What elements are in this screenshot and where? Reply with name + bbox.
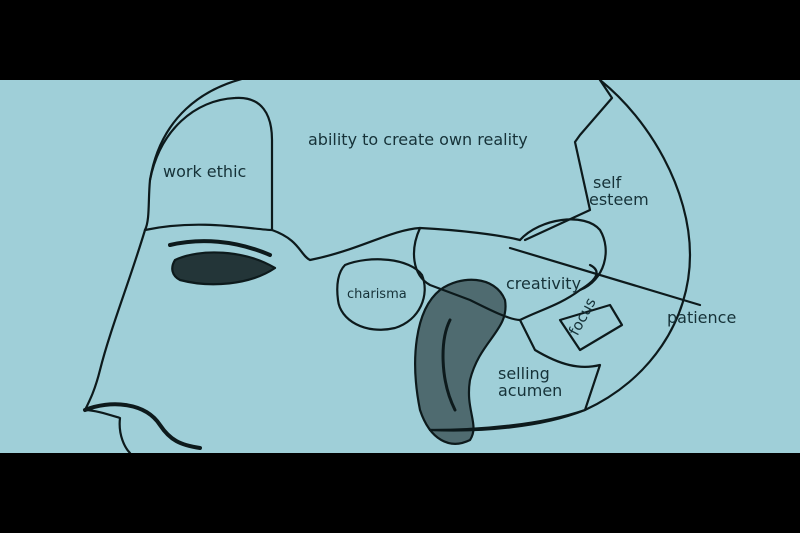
eye xyxy=(171,251,277,286)
letterbox-bottom xyxy=(0,453,800,533)
ability-region xyxy=(523,80,614,242)
brow-line xyxy=(143,223,522,262)
face-profile xyxy=(83,228,147,453)
label-creativity: creativity xyxy=(506,274,582,293)
work-ethic-region xyxy=(143,96,274,232)
label-patience: patience xyxy=(667,308,737,327)
phrenology-diagram: work ethic ability to create own reality… xyxy=(0,80,800,453)
ear xyxy=(414,278,507,445)
mouth xyxy=(83,402,202,450)
focus-region xyxy=(558,303,624,352)
label-esteem: esteem xyxy=(589,190,649,209)
label-acumen: acumen xyxy=(498,381,563,400)
label-work-ethic: work ethic xyxy=(163,162,247,181)
head-drawing xyxy=(83,80,702,453)
label-selling: selling xyxy=(498,364,550,383)
charisma-region xyxy=(336,258,426,331)
self-esteem-region xyxy=(518,218,607,292)
label-ability: ability to create own reality xyxy=(308,130,528,149)
patience-line xyxy=(508,246,702,307)
letterbox-top xyxy=(0,0,800,80)
label-charisma: charisma xyxy=(347,287,407,302)
label-self: self xyxy=(593,173,622,192)
